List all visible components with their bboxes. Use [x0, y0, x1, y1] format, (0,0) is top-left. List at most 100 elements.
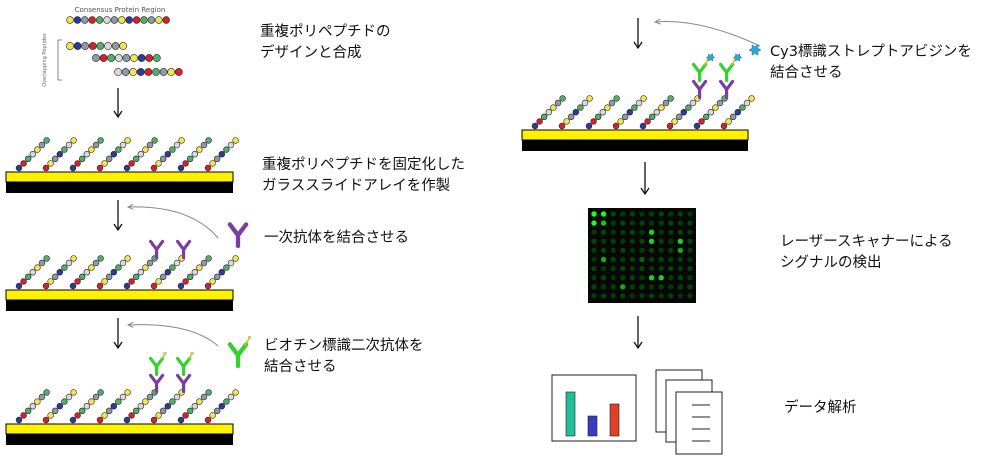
overlap-bead [121, 68, 130, 76]
peptide-bead [218, 269, 226, 276]
peptide-bead [61, 146, 68, 153]
peptide-bead [209, 278, 216, 285]
peptide-bead [707, 108, 714, 116]
peptide-bead [34, 146, 41, 153]
peptide-strand [204, 255, 239, 290]
scan-spot [639, 229, 645, 235]
peptide-bead [613, 95, 620, 102]
scan-spot [591, 284, 597, 290]
peptide-bead [209, 412, 216, 419]
peptide-bead [739, 104, 746, 111]
peptide-bead [604, 104, 611, 111]
consensus-bead [162, 16, 170, 24]
chart-bar [609, 403, 620, 437]
consensus-bead [88, 16, 96, 24]
overlap-bead [119, 42, 128, 50]
step3-label: 一次抗体を結合させる [264, 228, 409, 249]
peptide-bead [160, 407, 167, 414]
scan-spot [658, 238, 664, 244]
scan-spot [687, 293, 693, 299]
scan-spot [658, 247, 664, 254]
peptide-bead [227, 141, 235, 149]
peptide-bead [685, 104, 692, 111]
peptide-bead [187, 155, 194, 163]
scan-spot [668, 229, 674, 235]
peptide-bead [124, 137, 131, 144]
peptide-bead [205, 389, 212, 396]
peptide-bead [137, 269, 145, 276]
scan-spot [610, 265, 616, 272]
step7-line1: データ解析 [784, 400, 857, 416]
peptide-bead [540, 113, 548, 121]
peptide-strand [15, 389, 50, 424]
scan-spot [610, 238, 616, 244]
peptide-strand [123, 255, 158, 290]
peptide-bead [617, 118, 624, 125]
scan-spot [610, 247, 616, 254]
consensus-bead [66, 16, 74, 24]
peptide-bead [675, 113, 683, 121]
slide-base [6, 434, 233, 445]
peptide-bead [191, 151, 199, 158]
peptide-bead [137, 151, 145, 158]
bound-primary-antibody [692, 79, 708, 99]
peptide-bead [662, 99, 670, 107]
peptide-bead [119, 393, 127, 401]
step4-label: ビオチン標識二次抗体を 結合させる [264, 336, 424, 378]
step4-line2: 結合させる [264, 359, 337, 375]
peptide-bead [123, 164, 131, 172]
peptide-bead [160, 155, 167, 163]
scan-spot [629, 275, 636, 281]
curved-arrow-icon [126, 321, 219, 347]
scan-spot [648, 211, 655, 217]
scan-spot [687, 238, 693, 244]
peptide-bead [227, 259, 235, 267]
overlap-bead [136, 68, 145, 76]
biotin-tag [244, 338, 250, 347]
peptide-strand [666, 95, 701, 130]
peptide-bead [56, 403, 63, 410]
peptide-bead [74, 278, 81, 285]
peptide-bead [70, 255, 77, 262]
slide-coating [5, 289, 234, 301]
peptide-bead [196, 146, 203, 153]
down-arrow-icon [113, 318, 123, 350]
consensus-bead [95, 16, 104, 24]
overlap-bead [111, 42, 120, 50]
peptide-bead [119, 141, 127, 149]
bar-chart-icon [551, 374, 637, 442]
peptide-bead [680, 108, 687, 116]
consensus-bead [103, 16, 111, 24]
scan-spot [600, 293, 607, 299]
peptide-strand [693, 95, 728, 130]
scan-spot [591, 211, 597, 217]
peptide-bead [133, 407, 140, 414]
slide-base [6, 182, 233, 193]
peptide-bead [124, 255, 131, 262]
curved-arrow-icon [653, 18, 761, 47]
peptide-bead [178, 137, 185, 144]
scan-spot [620, 211, 626, 217]
peptide-strand [42, 255, 77, 290]
scan-spot [639, 256, 645, 263]
peptide-strand [531, 95, 566, 130]
peptide-bead [558, 122, 566, 130]
peptide-bead [725, 118, 732, 125]
peptide-strand [96, 389, 131, 424]
peptide-bead [169, 398, 176, 405]
down-arrow-icon [113, 88, 123, 119]
scan-spot [648, 247, 655, 254]
step5-line1: Cy3標識ストレプトアビジンを [770, 44, 972, 60]
peptide-bead [155, 278, 162, 285]
scan-spot [648, 220, 655, 226]
scan-spot [648, 293, 655, 299]
peptide-bead [92, 259, 100, 267]
scan-spot [658, 284, 664, 290]
consensus-bead [73, 16, 82, 24]
overlap-bead [114, 54, 123, 62]
overlap-bead [73, 42, 82, 50]
peptide-bead [716, 99, 724, 107]
scan-spot [629, 256, 636, 263]
peptide-bead [218, 403, 226, 410]
peptide-strand [204, 137, 239, 172]
